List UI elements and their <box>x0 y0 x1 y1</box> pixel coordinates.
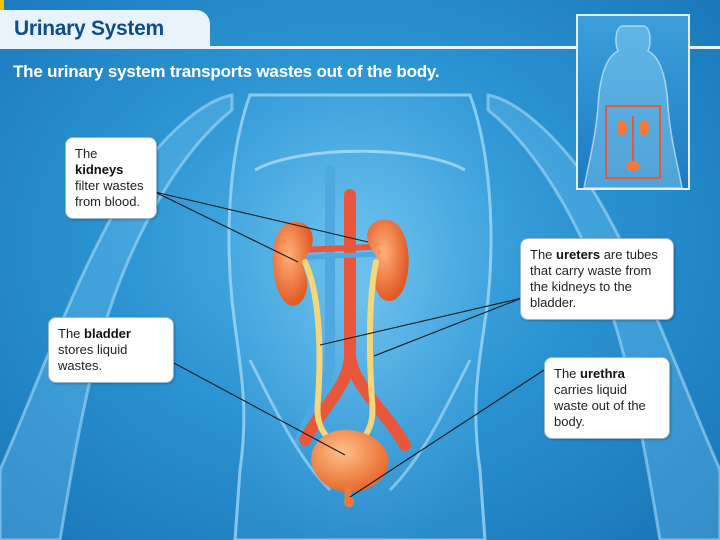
callout-urethra-pre: The <box>554 366 580 381</box>
callout-kidneys: The kidneys filter wastes from blood. <box>65 137 157 219</box>
callout-ureters: The ureters are tubes that carry waste f… <box>520 238 674 320</box>
callout-bladder-post: stores liquid wastes. <box>58 342 127 373</box>
callout-ureters-pre: The <box>530 247 556 262</box>
thumb-left-kidney <box>617 120 627 136</box>
callout-kidneys-term: kidneys <box>75 162 123 177</box>
callout-kidneys-pre: The <box>75 146 97 161</box>
callout-ureters-term: ureters <box>556 247 600 262</box>
page-subtitle: The urinary system transports wastes out… <box>13 62 439 82</box>
callout-bladder-term: bladder <box>84 326 131 341</box>
callout-kidneys-post: filter wastes from blood. <box>75 178 144 209</box>
locator-thumbnail <box>576 14 690 190</box>
callout-urethra: The urethra carries liquid waste out of … <box>544 357 670 439</box>
callout-bladder-pre: The <box>58 326 84 341</box>
callout-urethra-term: urethra <box>580 366 625 381</box>
thumb-right-kidney <box>639 120 649 136</box>
thumb-bladder <box>626 161 640 171</box>
page-title: Urinary System <box>14 17 164 41</box>
callout-bladder: The bladder stores liquid wastes. <box>48 317 174 383</box>
callout-urethra-post: carries liquid waste out of the body. <box>554 382 646 429</box>
